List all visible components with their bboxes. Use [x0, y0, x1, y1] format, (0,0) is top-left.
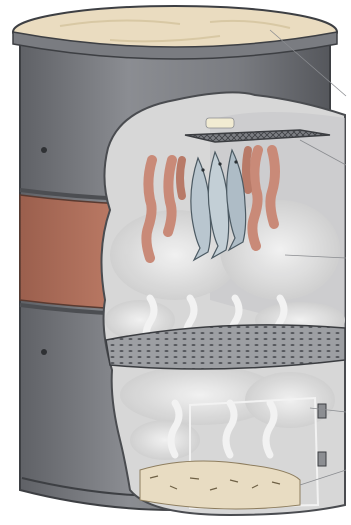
wooden-lid: [13, 6, 337, 59]
fish-icon: [191, 150, 246, 260]
